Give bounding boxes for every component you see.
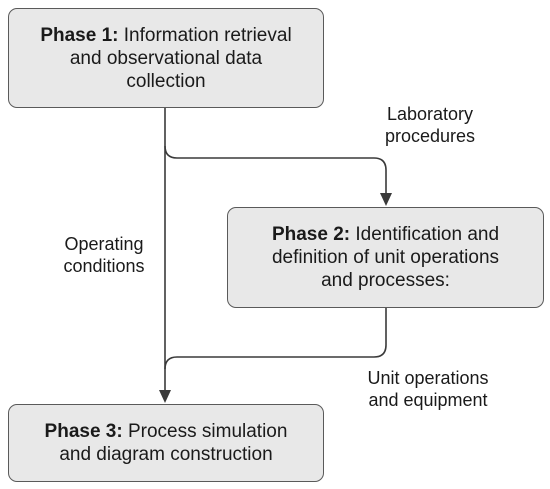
phase2-line2: definition of unit operations <box>271 247 500 268</box>
phase1-text: Phase 1: Information retrieval and obser… <box>40 24 291 93</box>
phase1-line2: and observational data <box>69 47 263 69</box>
phase1-box: Phase 1: Information retrieval and obser… <box>8 8 324 108</box>
phase2-box: Phase 2: Identification and definition o… <box>227 207 544 308</box>
phase3-box: Phase 3: Process simulation and diagram … <box>8 404 324 482</box>
phase3-line1: Process simulation <box>127 421 288 442</box>
label-laboratory-line1: Laboratory <box>386 104 474 124</box>
phase1-line1: Information retrieval <box>123 24 292 46</box>
phase2-line3: and processes: <box>321 270 450 291</box>
connector-phase1-to-phase2 <box>164 145 387 194</box>
label-unit-ops-line2: and equipment <box>368 390 488 410</box>
label-unit-ops-line1: Unit operations <box>367 368 489 388</box>
label-operating-line2: conditions <box>63 256 145 276</box>
phase1-line3: collection <box>126 70 206 92</box>
label-laboratory-procedures: Laboratory procedures <box>370 103 490 147</box>
label-operating-conditions: Operating conditions <box>42 233 166 277</box>
phase2-line1: Identification and <box>355 224 500 245</box>
phase1-heading: Phase 1: <box>40 24 119 46</box>
label-unit-operations-equipment: Unit operations and equipment <box>350 367 506 411</box>
phase2-heading: Phase 2: <box>271 224 351 245</box>
label-laboratory-line2: procedures <box>384 126 476 146</box>
label-operating-line1: Operating <box>64 234 144 254</box>
phase3-heading: Phase 3: <box>44 421 123 442</box>
connector-phase2-to-phase3 <box>164 308 387 370</box>
arrowhead-phase3 <box>159 390 171 403</box>
arrowhead-phase2 <box>380 193 392 206</box>
phase3-line2: and diagram construction <box>59 444 273 465</box>
phase2-text: Phase 2: Identification and definition o… <box>272 223 499 292</box>
phase3-text: Phase 3: Process simulation and diagram … <box>45 420 288 466</box>
